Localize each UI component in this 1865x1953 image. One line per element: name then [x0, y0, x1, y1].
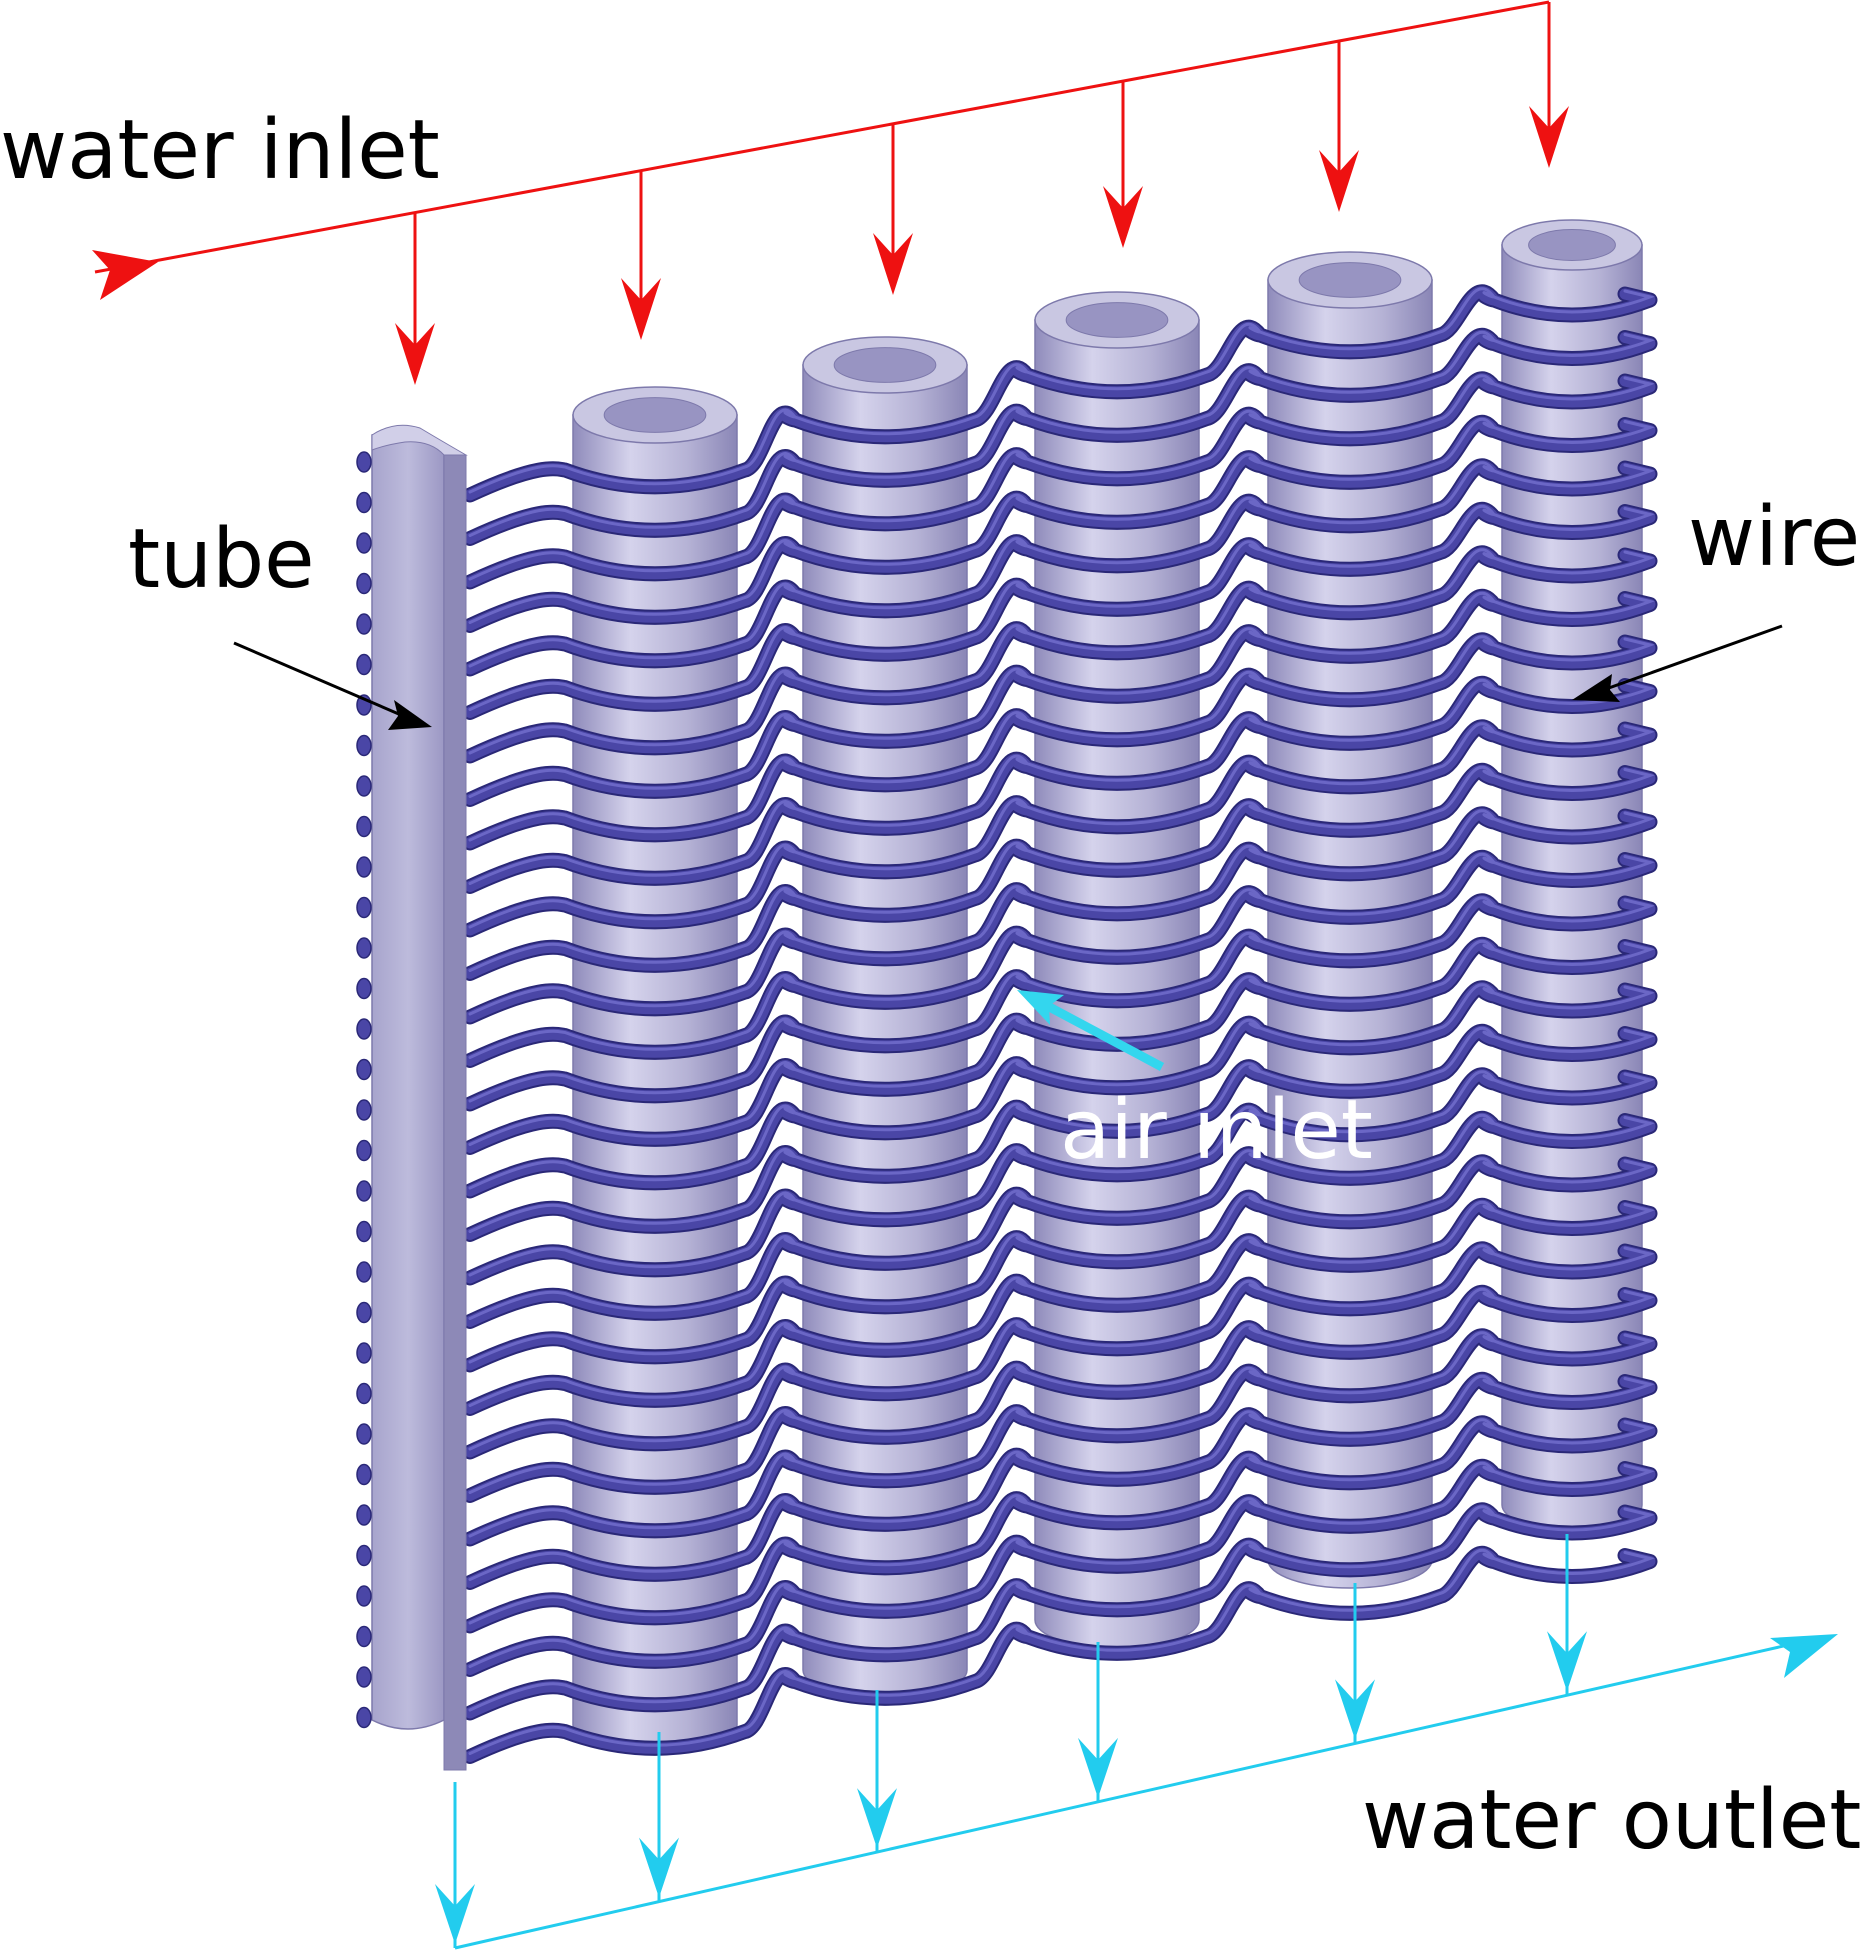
wire-pointer-arrow — [1572, 624, 1783, 702]
wire-turn — [462, 675, 1658, 894]
wire-turn — [462, 1328, 1658, 1547]
wire-turn — [462, 1458, 1658, 1677]
flow-arrows — [92, 0, 1838, 1950]
wire-end-dot — [356, 1301, 372, 1324]
wire-turn — [462, 1415, 1658, 1634]
wire-turn — [462, 1371, 1658, 1590]
wire-turn — [462, 762, 1658, 981]
wire-turn — [462, 1023, 1658, 1242]
wire-turn — [462, 1110, 1658, 1329]
wire-end-dot — [356, 532, 372, 554]
wire-turn — [462, 1241, 1658, 1460]
wire-turn — [462, 327, 1658, 546]
wire-end-dot — [356, 734, 372, 757]
wire-end-dot — [356, 977, 372, 1000]
wire-turn — [462, 893, 1658, 1112]
wire-end-dot — [356, 1099, 372, 1121]
wire-end-dot — [356, 775, 372, 797]
wire-end-dot — [356, 1625, 372, 1648]
wire-end-dot — [356, 1666, 372, 1688]
wire-turn — [462, 545, 1658, 764]
wire-end-dot — [356, 1382, 372, 1405]
wire-end-dot — [356, 613, 372, 635]
water-outlet-label: water outlet — [1362, 1773, 1861, 1868]
wire-turn — [462, 458, 1658, 677]
air-inlet-label: air inlet — [1060, 1083, 1373, 1178]
water-inlet-label: water inlet — [0, 103, 440, 198]
wire-end-dot — [356, 1139, 372, 1162]
wire-end-dot — [356, 856, 372, 878]
tube-1 — [572, 386, 738, 1754]
wire-turn — [462, 980, 1658, 1199]
wire-turn — [462, 414, 1658, 633]
tube-3 — [1034, 291, 1200, 1649]
wire-end-dot — [356, 1706, 372, 1729]
wire-turn — [462, 1197, 1658, 1416]
wire-end-dot — [356, 1018, 372, 1040]
wire-turn — [462, 719, 1658, 938]
wire-end-dot — [356, 491, 372, 514]
wire-turn — [462, 632, 1658, 851]
wire-end-dot — [356, 896, 372, 919]
wire-end-dot — [356, 1342, 372, 1364]
wire-end-dot — [356, 1504, 372, 1526]
wire-end-dot — [356, 1463, 372, 1486]
wire-end-dot — [356, 1544, 372, 1567]
wire-coils — [462, 284, 1658, 1764]
wire-turn — [462, 936, 1658, 1155]
wire-turn — [462, 371, 1658, 590]
wire-turn — [462, 1545, 1658, 1764]
side-tube — [356, 424, 468, 1771]
wire-turn — [462, 1154, 1658, 1373]
wire-turn — [462, 849, 1658, 1068]
tube-label: tube — [128, 512, 315, 607]
wire-end-dot — [356, 451, 372, 473]
wire-end-dot — [356, 1423, 372, 1445]
wire-end-dot — [356, 815, 372, 838]
wire-end-dot — [356, 1220, 372, 1243]
wire-end-dot — [356, 1058, 372, 1081]
wire-turn — [462, 588, 1658, 807]
wire-turn — [462, 1502, 1658, 1721]
wire-end-dot — [356, 653, 372, 676]
tube-2 — [802, 336, 968, 1699]
wire-end-dot — [356, 1585, 372, 1607]
tube-pointer-arrow — [233, 641, 432, 730]
wire-turn — [462, 806, 1658, 1025]
wire-end-dot — [356, 1180, 372, 1202]
wire-turn — [462, 1067, 1658, 1286]
wire-end-dot — [356, 937, 372, 959]
wire-end-dot — [356, 1261, 372, 1283]
wire-label: wire — [1688, 490, 1860, 585]
air-inlet-arrow — [1017, 990, 1165, 1071]
wire-end-dot — [356, 572, 372, 595]
wire-turn — [462, 284, 1658, 503]
wire-turn — [462, 501, 1658, 720]
wire-turn — [462, 1284, 1658, 1503]
